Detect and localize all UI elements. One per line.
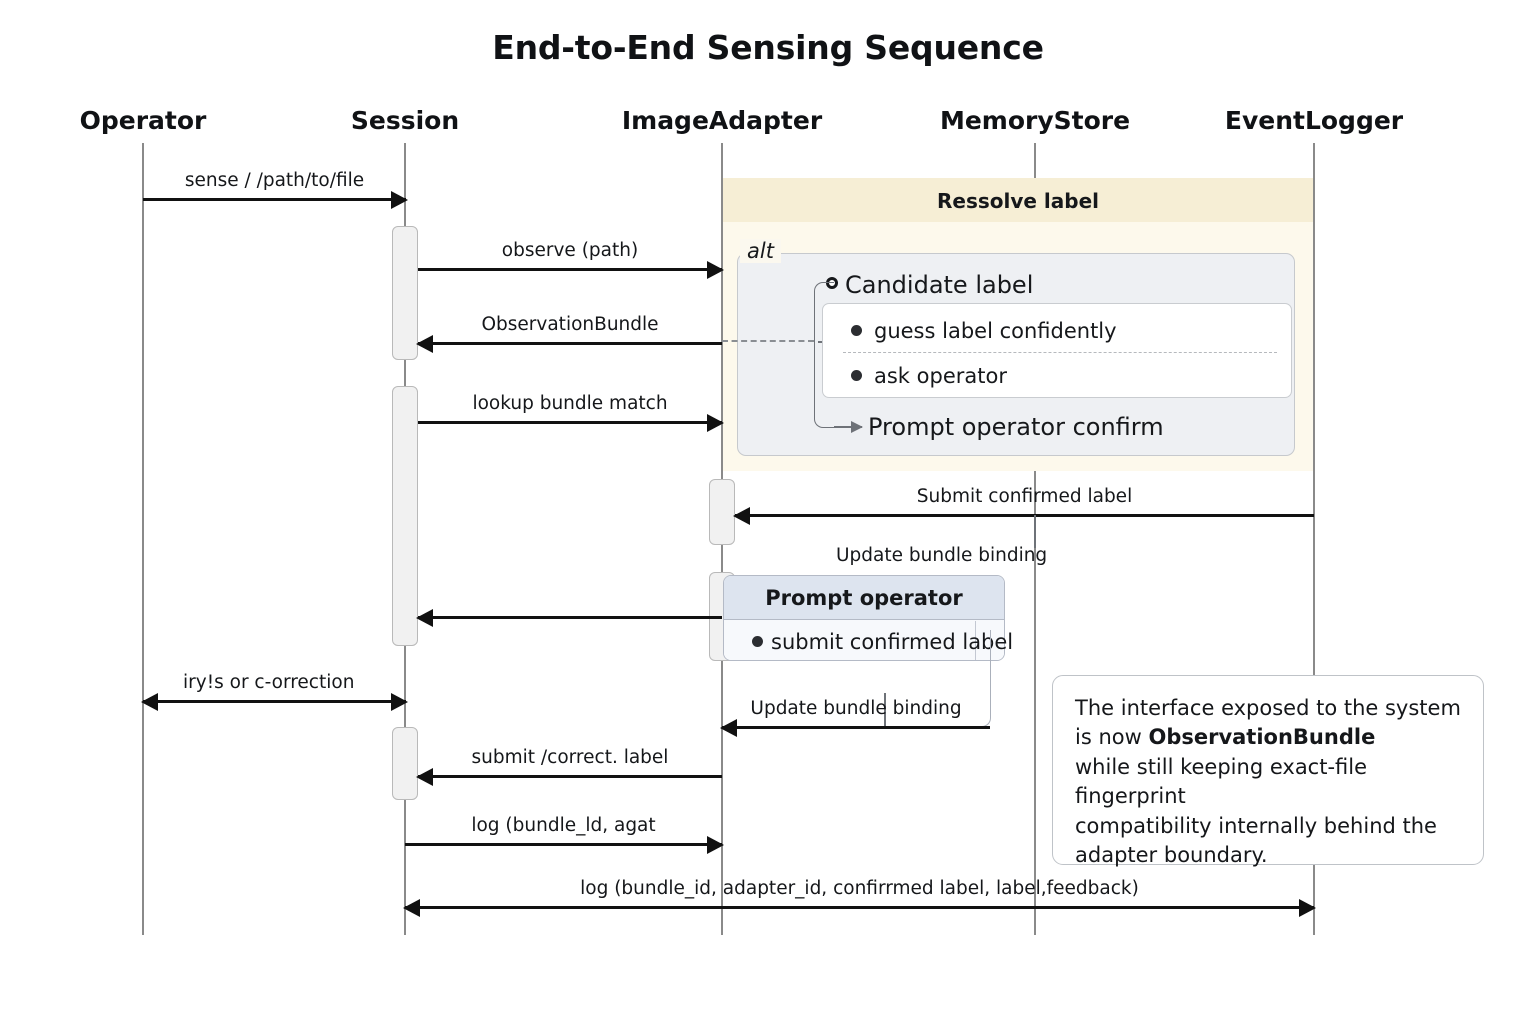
note-line-3: while still keeping exact-file fingerpri… (1075, 754, 1368, 809)
note-line-5: adapter boundary. (1075, 842, 1268, 867)
arrowhead (720, 718, 737, 737)
arrowhead (391, 190, 408, 209)
note-observation-bundle: The interface exposed to the system is n… (1052, 675, 1484, 867)
message-label: ObservationBundle (481, 314, 659, 335)
lifeline-operator (142, 143, 144, 935)
arrowhead (416, 767, 433, 786)
arrowhead (416, 334, 433, 353)
message-label: Submit confirmed label (916, 486, 1133, 507)
activation-session-3 (392, 727, 418, 800)
arrowhead (416, 608, 433, 627)
alt-option-2-text: ask operator (874, 364, 1007, 388)
prompt-operator-item-bullet (752, 636, 763, 647)
candidate-label-text: Candidate label (845, 271, 1034, 299)
arrowhead (707, 413, 724, 432)
prompt-operator-inner-divider (975, 621, 977, 660)
note-line-2-pre: is now (1075, 725, 1149, 750)
note-line-1: The interface exposed to the system (1075, 696, 1461, 720)
arrowhead (707, 835, 724, 854)
arrowhead (391, 692, 408, 711)
message-label: iry!s or c-orrection (183, 672, 355, 693)
note-line-2: is now ObservationBundle (1075, 723, 1461, 752)
prompt-operator-title: Prompt operator (724, 576, 1004, 620)
page-title: End-to-End Sensing Sequence (492, 28, 1044, 67)
arrowhead (707, 260, 724, 279)
alt-options-box (822, 303, 1292, 398)
alt-fragment-tag: alt (740, 239, 781, 263)
participant-label-imageadapter: ImageAdapter (621, 106, 823, 135)
alt-option-divider (843, 352, 1277, 353)
message-update-bundle-binding-1: Update bundle binding (836, 545, 1048, 566)
update-binding-tick-1 (1034, 515, 1036, 548)
option-1-bullet (851, 325, 862, 336)
message-label: log (bundle_id, adapter_id, confirrmed l… (580, 878, 1139, 899)
participant-label-operator: Operator (79, 106, 207, 135)
arrowhead (1299, 898, 1316, 917)
candidate-branch-connector (814, 282, 834, 428)
activation-imageadapter-1 (709, 479, 735, 545)
participant-label-eventlogger: EventLogger (1224, 106, 1404, 135)
message-label: lookup bundle match (472, 393, 668, 414)
activation-session-1 (392, 226, 418, 360)
fragment-resolve-header-band (723, 178, 1313, 222)
activation-session-2 (392, 386, 418, 646)
arrowhead (733, 506, 750, 525)
note-line-2-bold: ObservationBundle (1148, 725, 1376, 750)
participant-label-memorystore: MemoryStore (939, 106, 1131, 135)
fragment-resolve-title: Ressolve label (936, 189, 1100, 213)
prompt-operator-confirm-text: Prompt operator confirm (868, 413, 1164, 441)
prompt-operator-box: Prompt operator (723, 575, 1005, 661)
message-label: Update bundle binding (750, 698, 962, 719)
message-label: submit /correct. label (471, 747, 669, 768)
message-label: observe (path) (501, 240, 639, 261)
arrowhead (141, 692, 158, 711)
alt-option-1-text: guess label confidently (874, 319, 1117, 343)
lifeline-eventlogger (1313, 143, 1315, 935)
prompt-operator-item-text: submit confirmed label (771, 630, 1014, 654)
option-2-bullet (851, 370, 862, 381)
arrowhead (851, 421, 863, 433)
observation-dashdot-connector (722, 340, 814, 342)
arrowhead (403, 898, 420, 917)
update-binding-tick-2 (884, 693, 886, 726)
message-label: sense / /path/to/file (184, 170, 365, 191)
prompt-operator-body (724, 620, 1004, 660)
message-label: log (bundle_ld, agat (471, 815, 656, 836)
note-line-4: compatibility internally behind the (1075, 813, 1437, 838)
participant-label-session: Session (350, 106, 460, 135)
